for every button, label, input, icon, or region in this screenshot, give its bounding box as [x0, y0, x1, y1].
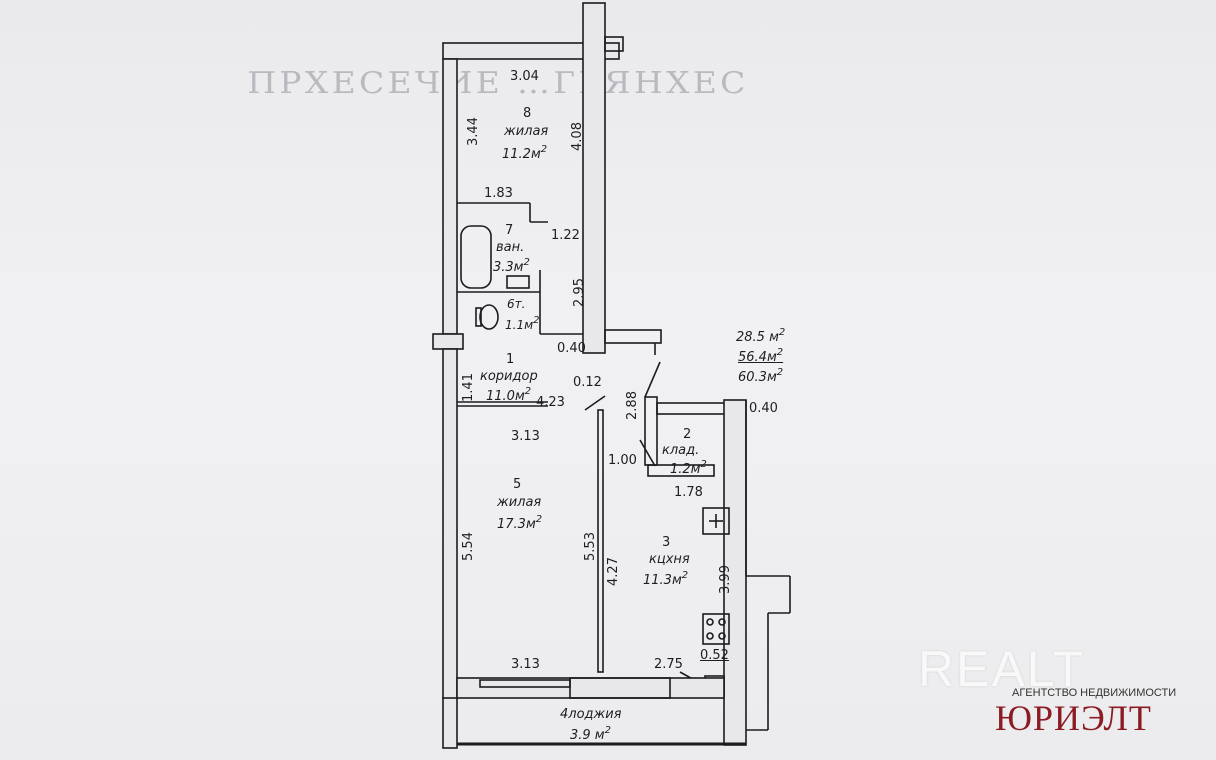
room6-number: 6т. [507, 297, 526, 311]
room5-name: жилая [497, 495, 542, 510]
kitchen-sink [702, 507, 730, 535]
room4-area: 3.9 м [570, 728, 605, 743]
dim-4-23: 4.23 [536, 395, 565, 410]
room5-area: 17.3м [497, 517, 536, 532]
dim-5-53: 5.53 [582, 532, 598, 561]
toilet [479, 304, 499, 330]
dim-0-40-right: 0.40 [749, 401, 778, 416]
wall-pantry-top [656, 402, 726, 415]
room8-area: 11.2м [502, 147, 541, 162]
window-kitchen [569, 677, 671, 699]
dim-0-40-top: 0.40 [557, 341, 586, 356]
room3-name: кцхня [649, 552, 690, 567]
dim-3-13-bottom: 3.13 [511, 657, 540, 672]
agency-logo-text: ЮРИЭЛТ [995, 698, 1152, 738]
room6-area: 1.1м [505, 318, 534, 332]
dim-1-41: 1.41 [460, 373, 476, 402]
agency-subtitle: АГЕНТСТВО НЕДВИЖИМОСТИ [1012, 687, 1177, 699]
room1-area: 11.0м [486, 389, 525, 404]
room4-area-group: 3.9 м2 [570, 725, 611, 743]
room5-area-group: 17.3м2 [497, 514, 543, 532]
wall-pantry-bottom [647, 464, 715, 477]
dim-1-78: 1.78 [674, 485, 703, 500]
stove [702, 613, 730, 645]
sup-2: 2 [540, 144, 548, 155]
dim-2-88: 2.88 [624, 391, 640, 420]
room1-number: 1 [506, 352, 515, 367]
wall-stub-top [604, 36, 624, 52]
dim-2-75: 2.75 [654, 657, 683, 672]
total-with-loggia-group: 60.3м2 [738, 367, 784, 385]
dim-3-04: 3.04 [510, 69, 539, 84]
dim-1-00: 1.00 [608, 453, 637, 468]
room7-area-group: 3.3м2 [493, 257, 530, 275]
room5-number: 5 [513, 477, 522, 492]
room8-name: жилая [504, 124, 549, 139]
room7-number: 7 [505, 223, 514, 238]
realt-watermark: REALT [918, 641, 1086, 697]
room1-area-group: 11.0м2 [486, 386, 532, 404]
total-area-group: 56.4м2 [738, 347, 784, 365]
partition-5-3 [597, 409, 604, 673]
room2-area: 1.2м [670, 462, 701, 477]
dim-5-54: 5.54 [460, 532, 476, 561]
bathtub [460, 225, 492, 289]
dim-4-27: 4.27 [605, 557, 621, 586]
room3-area: 11.3м [643, 573, 682, 588]
wall-ledge [604, 329, 662, 344]
wall-bottom [456, 677, 725, 699]
room6-area-group: 1.1м2 [505, 315, 540, 332]
wall-east-upper [582, 2, 606, 354]
dim-0-12: 0.12 [573, 375, 602, 390]
room3-area-group: 11.3м2 [643, 570, 689, 588]
dim-3-99: 3.99 [717, 565, 733, 594]
dim-0-52: 0.52 [700, 648, 729, 663]
dim-1-83: 1.83 [484, 186, 513, 201]
room7-name: ван. [496, 240, 525, 255]
wall-corridor-left [432, 333, 464, 350]
wall-west-upper [442, 58, 458, 335]
room2-area-group: 1.2м2 [670, 459, 707, 477]
room7-area: 3.3м [493, 260, 524, 275]
room8-number: 8 [523, 106, 532, 121]
sink [506, 275, 530, 289]
room4-name: 4лоджия [560, 707, 622, 722]
bleed-through-text: ПРХЕСЕЧИЕ …ГРЯНХЕС [247, 66, 749, 101]
dim-1-22: 1.22 [551, 228, 580, 243]
room2-name: клад. [662, 443, 700, 458]
total-living-group: 28.5 м2 [736, 327, 786, 345]
dim-2-95: 2.95 [571, 278, 587, 307]
room3-number: 3 [662, 535, 671, 550]
room8-area-group: 11.2м2 [502, 144, 548, 162]
total-area: 56.4м [738, 350, 777, 365]
wall-west-lower [442, 348, 458, 700]
room2-number: 2 [683, 427, 692, 442]
dim-3-13-top: 3.13 [511, 429, 540, 444]
total-with-loggia: 60.3м [738, 370, 777, 385]
room1-name: коридор [480, 369, 538, 384]
total-living: 28.5 м [736, 330, 779, 345]
dim-3-44: 3.44 [465, 117, 481, 146]
dim-4-08: 4.08 [569, 122, 585, 151]
